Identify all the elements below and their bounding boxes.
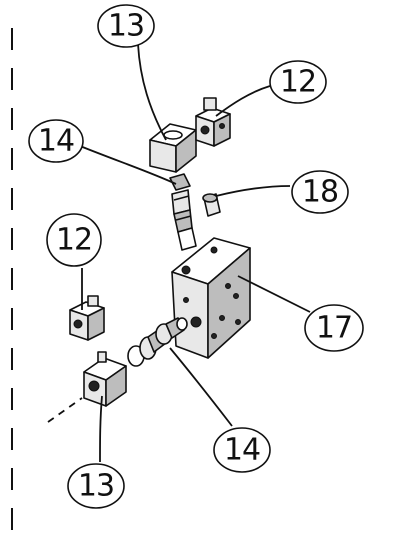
callout-12-upper: 12 <box>269 60 327 104</box>
callout-label: 18 <box>302 175 338 210</box>
callout-label: 14 <box>38 124 74 159</box>
leader-18 <box>215 185 291 197</box>
connector-upper-part <box>195 97 231 147</box>
callout-17: 17 <box>304 304 364 352</box>
callout-14-lower: 14 <box>213 427 271 473</box>
leader-17 <box>237 275 311 313</box>
connector-lower-part <box>69 295 105 341</box>
callout-18: 18 <box>291 170 349 214</box>
callout-12-lower: 12 <box>46 213 102 267</box>
manifold-block-part <box>171 237 251 359</box>
callout-label: 13 <box>78 469 114 504</box>
coil-lower-part <box>83 351 127 407</box>
leader-13-upper <box>137 43 167 141</box>
axis-leader-line <box>47 397 83 423</box>
coil-upper-part <box>149 123 197 173</box>
plug-fitting-part <box>202 193 221 217</box>
callout-label: 12 <box>280 65 316 100</box>
callout-13-upper: 13 <box>97 4 155 48</box>
callout-13-lower: 13 <box>67 463 125 509</box>
cartridge-valve-upper-part <box>169 173 197 251</box>
callout-label: 17 <box>316 311 352 346</box>
callout-label: 14 <box>224 433 260 468</box>
callout-14-upper: 14 <box>28 119 84 163</box>
callout-label: 12 <box>56 223 92 258</box>
callout-label: 13 <box>108 9 144 44</box>
leader-12-upper <box>215 85 271 117</box>
cartridge-valve-lower-part <box>127 317 188 367</box>
leader-14-lower <box>169 347 233 427</box>
leader-14-upper <box>79 145 177 185</box>
leader-13-lower <box>99 395 103 463</box>
